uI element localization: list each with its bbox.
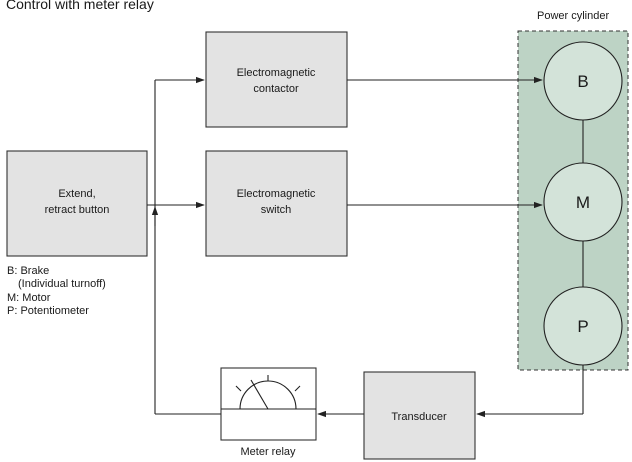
meter-relay — [220, 367, 317, 441]
switch-label-line2: switch — [261, 204, 292, 216]
extend-retract-button-box — [6, 150, 148, 257]
electromagnetic-switch-box — [205, 150, 348, 257]
meter-relay-label: Meter relay — [240, 446, 296, 458]
extend-retract-label-line2: retract button — [45, 204, 110, 216]
electromagnetic-contactor-box — [205, 31, 348, 128]
brake-circle-label: B — [577, 72, 588, 91]
extend-retract-label-line1: Extend, — [58, 188, 95, 200]
contactor-label-line1: Electromagnetic — [237, 67, 316, 79]
transducer-box — [363, 371, 476, 460]
motor-circle-label: M — [576, 193, 590, 212]
legend-brake: B: Brake — [7, 265, 49, 277]
contactor-label-line2: contactor — [253, 83, 299, 95]
meter-tick-left — [235, 385, 242, 392]
transducer-label: Transducer — [391, 411, 447, 423]
legend-motor: M: Motor — [7, 292, 51, 304]
meter-tick-right — [294, 385, 301, 392]
legend-brake-note: (Individual turnoff) — [18, 278, 106, 290]
switch-label-line1: Electromagnetic — [237, 188, 316, 200]
power-cylinder-label: Power cylinder — [537, 10, 609, 22]
diagram-title: Control with meter relay — [6, 0, 154, 12]
legend: B: Brake (Individual turnoff) M: Motor P… — [7, 265, 106, 317]
meter-needle-icon — [250, 379, 269, 410]
legend-potentiometer: P: Potentiometer — [7, 305, 89, 317]
potentiometer-circle-label: P — [577, 317, 588, 336]
